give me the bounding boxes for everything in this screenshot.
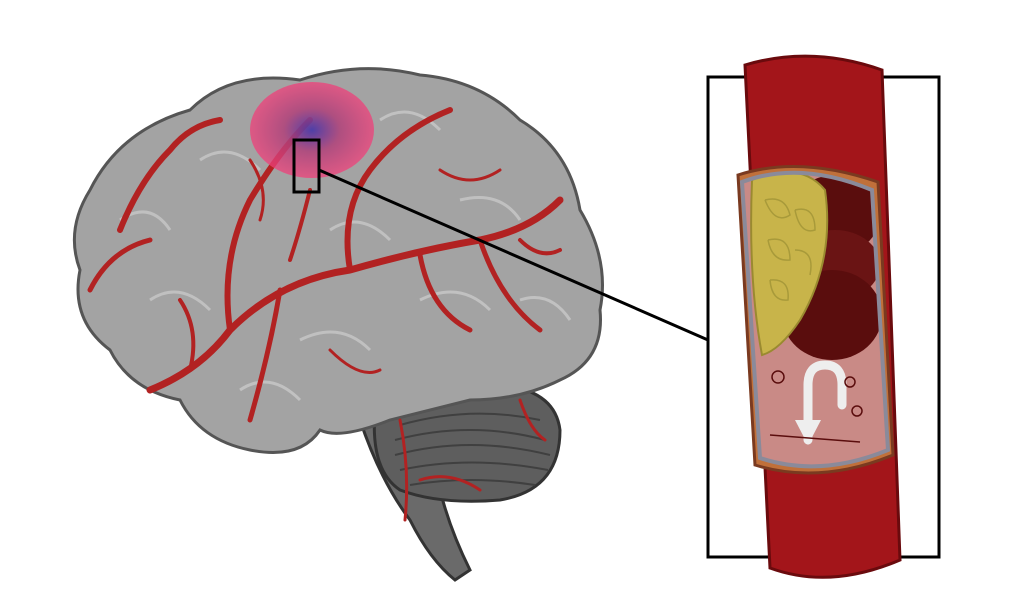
blood-cell (844, 376, 856, 388)
cerebellum-folds (394, 412, 551, 486)
zoom-marker (292, 138, 321, 194)
zoom-connector (318, 168, 709, 342)
flow-arrow-icon (803, 360, 847, 445)
plaque-texture (764, 198, 816, 301)
plaque (750, 172, 829, 357)
blood-cell (851, 405, 863, 417)
stroke-lesion (250, 82, 374, 178)
blood-cell (771, 370, 785, 384)
blood-vessels (87, 107, 564, 522)
